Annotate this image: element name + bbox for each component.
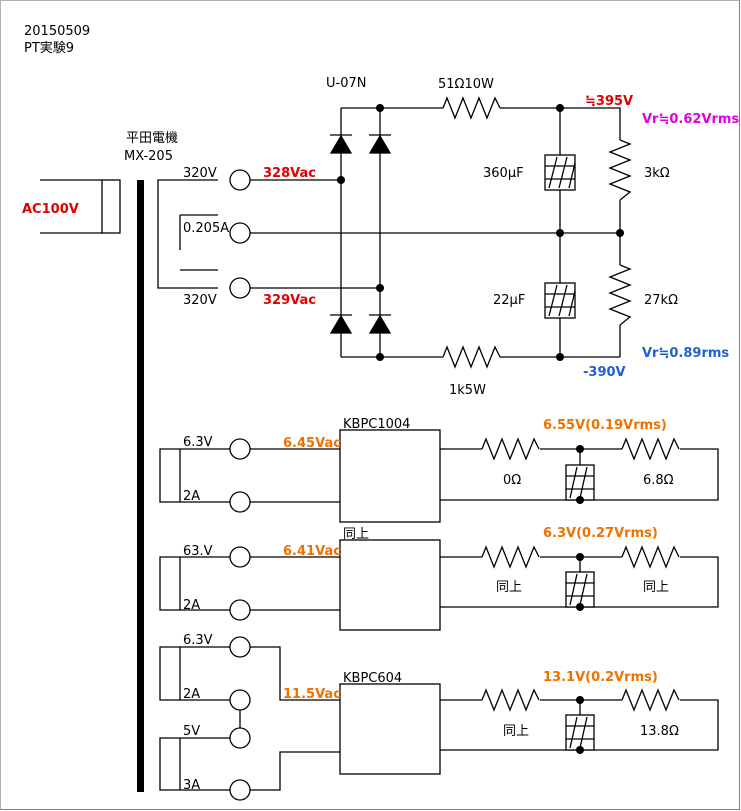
cap-360-label: 360μF xyxy=(483,166,524,181)
hv-winding xyxy=(157,179,218,289)
heater2-rectifier: 同上 xyxy=(343,527,369,542)
heater3-vout: 13.1V(0.2Vrms) xyxy=(543,670,658,685)
heater1-vac: 6.45Vac xyxy=(283,436,341,451)
res-27k-label: 27kΩ xyxy=(644,293,678,308)
heater1-winding-v: 6.3V xyxy=(183,435,213,450)
heater1-r1: 0Ω xyxy=(503,473,521,488)
bridge-diodes xyxy=(329,134,392,334)
header-date: 20150509 xyxy=(24,24,90,39)
heater1-winding-a: 2A xyxy=(183,489,200,504)
heater2-winding-v: 63.V xyxy=(183,544,213,559)
hv-winding-current: 0.205A xyxy=(183,221,229,236)
heater3-vac: 11.5Vac xyxy=(283,687,341,702)
bottom-resistor-label: 1k5W xyxy=(449,383,486,398)
heater3-r1: 同上 xyxy=(503,724,529,739)
cap-22-label: 22μF xyxy=(493,293,525,308)
ripple-top: Vr≒0.62Vrms xyxy=(642,112,739,127)
heater1-circuit xyxy=(159,429,719,523)
ripple-bottom: Vr≒0.89rms xyxy=(642,346,729,361)
heater2-vout: 6.3V(0.27Vrms) xyxy=(543,526,658,541)
hv-top-voltage: ≒395V xyxy=(585,94,633,109)
hv-vac-top: 328Vac xyxy=(263,166,316,181)
input-voltage-label: AC100V xyxy=(22,202,79,217)
heater3-winding-v2: 5V xyxy=(183,724,200,739)
heater1-r2: 6.8Ω xyxy=(643,473,674,488)
heater3-winding-a1: 2A xyxy=(183,687,200,702)
heater3-r2: 13.8Ω xyxy=(640,724,679,739)
hv-junctions xyxy=(337,104,624,361)
heater3-circuit xyxy=(159,636,719,801)
resistor-51ohm xyxy=(442,96,501,120)
hv-terminals xyxy=(229,169,251,299)
heater2-winding-a: 2A xyxy=(183,598,200,613)
capacitor-360uf xyxy=(544,154,576,191)
heater3-winding-a2: 3A xyxy=(183,778,200,793)
top-resistor-label: 51Ω10W xyxy=(438,77,494,92)
hv-wiring xyxy=(250,107,621,358)
res-3k-label: 3kΩ xyxy=(644,166,670,181)
hv-bottom-voltage: -390V xyxy=(583,365,626,380)
heater2-circuit xyxy=(159,539,719,631)
hv-winding-top-voltage: 320V xyxy=(183,166,217,181)
primary-winding xyxy=(40,179,121,234)
heater2-vac: 6.41Vac xyxy=(283,544,341,559)
heater3-winding-v1: 6.3V xyxy=(183,633,213,648)
heater1-rectifier: KBPC1004 xyxy=(343,417,410,432)
heater2-r2: 同上 xyxy=(643,580,669,595)
header-title: PT実験9 xyxy=(24,40,74,56)
resistor-3k xyxy=(608,139,632,201)
transformer-model: MX-205 xyxy=(124,149,173,164)
resistor-27k xyxy=(608,264,632,326)
transformer-maker: 平田電機 xyxy=(126,131,178,146)
resistor-1k xyxy=(442,345,501,369)
transformer-core xyxy=(137,180,144,792)
heater1-vout: 6.55V(0.19Vrms) xyxy=(543,418,667,433)
heater2-r1: 同上 xyxy=(496,580,522,595)
bridge-label: U-07N xyxy=(326,76,366,91)
capacitor-22uf xyxy=(544,282,576,319)
hv-vac-bottom: 329Vac xyxy=(263,293,316,308)
hv-winding-bottom-voltage: 320V xyxy=(183,293,217,308)
heater3-rectifier: KBPC604 xyxy=(343,671,402,686)
